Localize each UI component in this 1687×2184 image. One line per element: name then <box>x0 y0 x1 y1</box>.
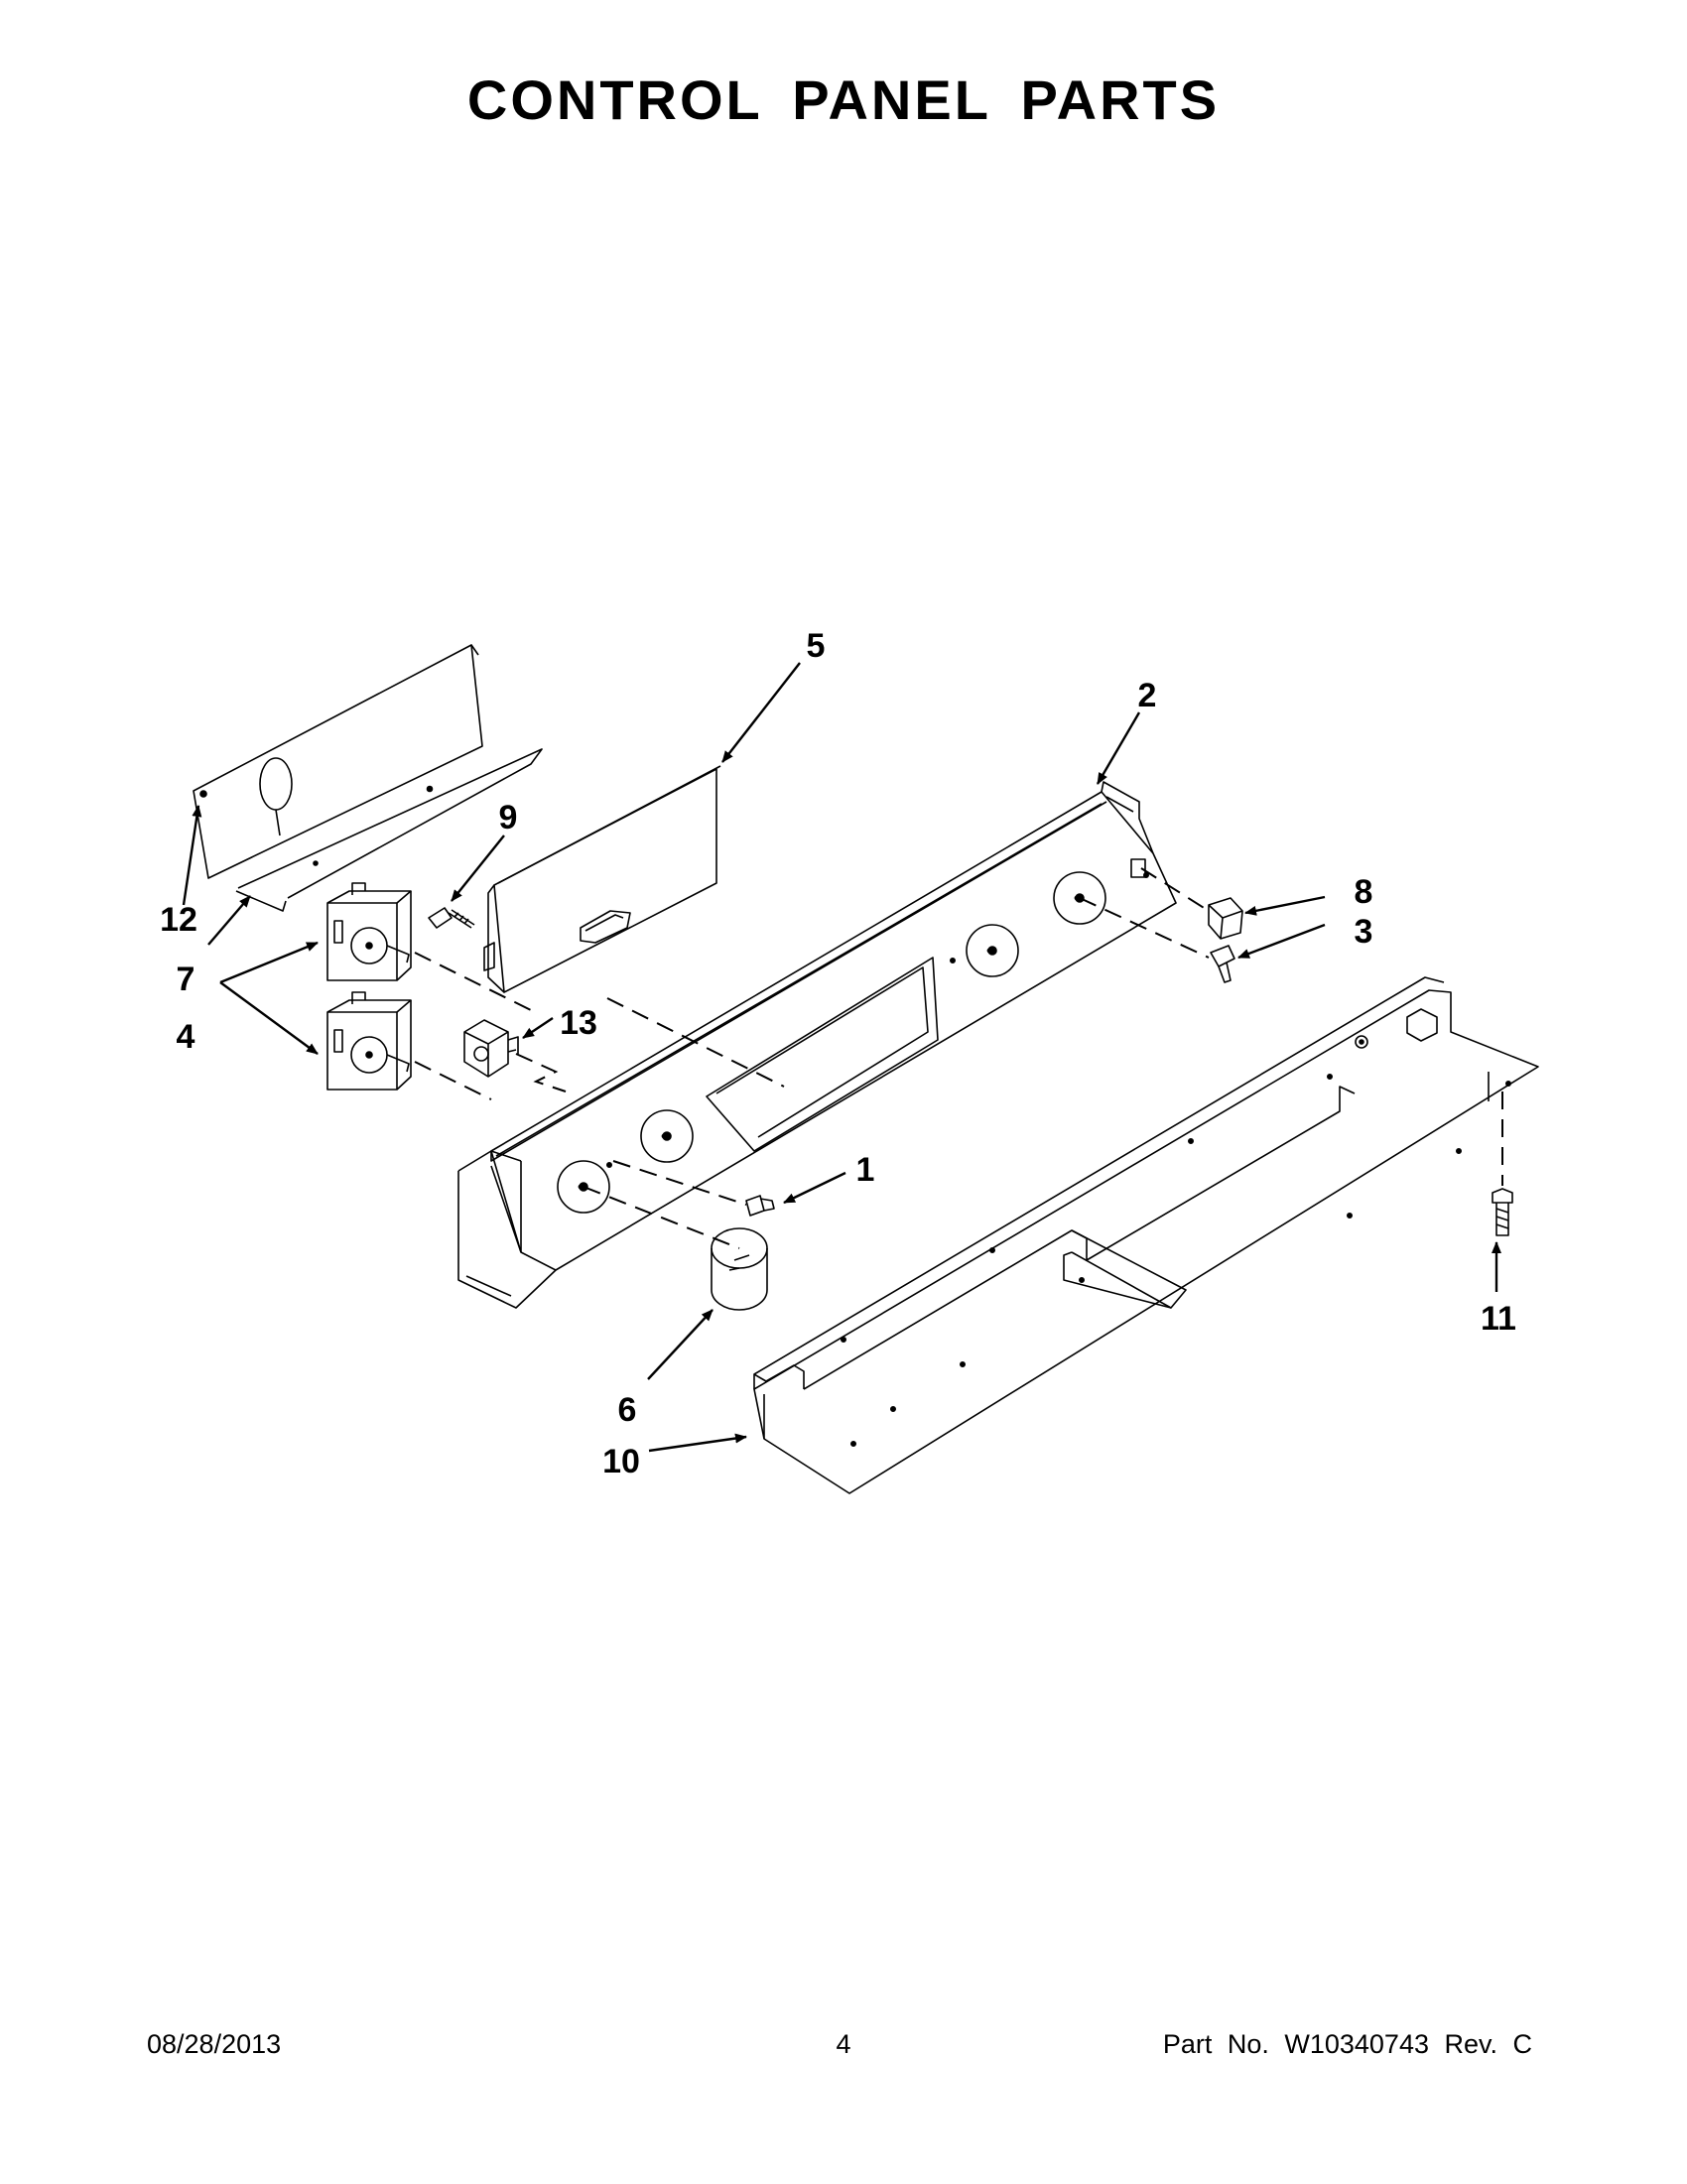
part-3-screw <box>1210 945 1235 983</box>
callout-3: 3 <box>1355 913 1373 951</box>
callout-1: 1 <box>856 1151 875 1189</box>
callout-numbers: 5 2 9 12 7 4 13 1 6 10 8 3 11 <box>160 627 1516 1480</box>
footer-date: 08/28/2013 <box>147 2029 282 2059</box>
part-1-screw <box>745 1195 775 1217</box>
footer-part-number: Part No. W10340743 Rev. C <box>1162 2029 1532 2059</box>
part-9-screw <box>428 907 475 929</box>
part-4-switch-lower <box>326 991 412 1091</box>
part-2-control-panel <box>457 781 1177 1309</box>
part-10-base-channel <box>753 976 1539 1494</box>
callout-4: 4 <box>177 1018 195 1056</box>
callout-7: 7 <box>177 961 195 998</box>
part-12-bracket <box>193 644 543 912</box>
callout-6: 6 <box>618 1391 637 1429</box>
callout-11: 11 <box>1481 1300 1516 1338</box>
callout-5: 5 <box>807 627 826 665</box>
callout-13: 13 <box>560 1004 597 1042</box>
callout-12: 12 <box>160 901 197 939</box>
footer-page-number: 4 <box>836 2029 851 2059</box>
callout-9: 9 <box>499 799 518 836</box>
callout-10: 10 <box>602 1443 640 1480</box>
part-8-rocker-switch <box>1208 897 1243 940</box>
page-title: CONTROL PANEL PARTS <box>466 68 1221 131</box>
part-7-switch-upper <box>326 882 412 981</box>
callout-2: 2 <box>1138 677 1157 714</box>
part-11-screw <box>1492 1188 1513 1236</box>
alignment-lines <box>414 867 1503 1249</box>
leader-arrows <box>182 662 1501 1453</box>
part-5-overlay <box>483 765 721 993</box>
callout-8: 8 <box>1355 873 1373 911</box>
part-13-switch <box>463 1019 519 1078</box>
